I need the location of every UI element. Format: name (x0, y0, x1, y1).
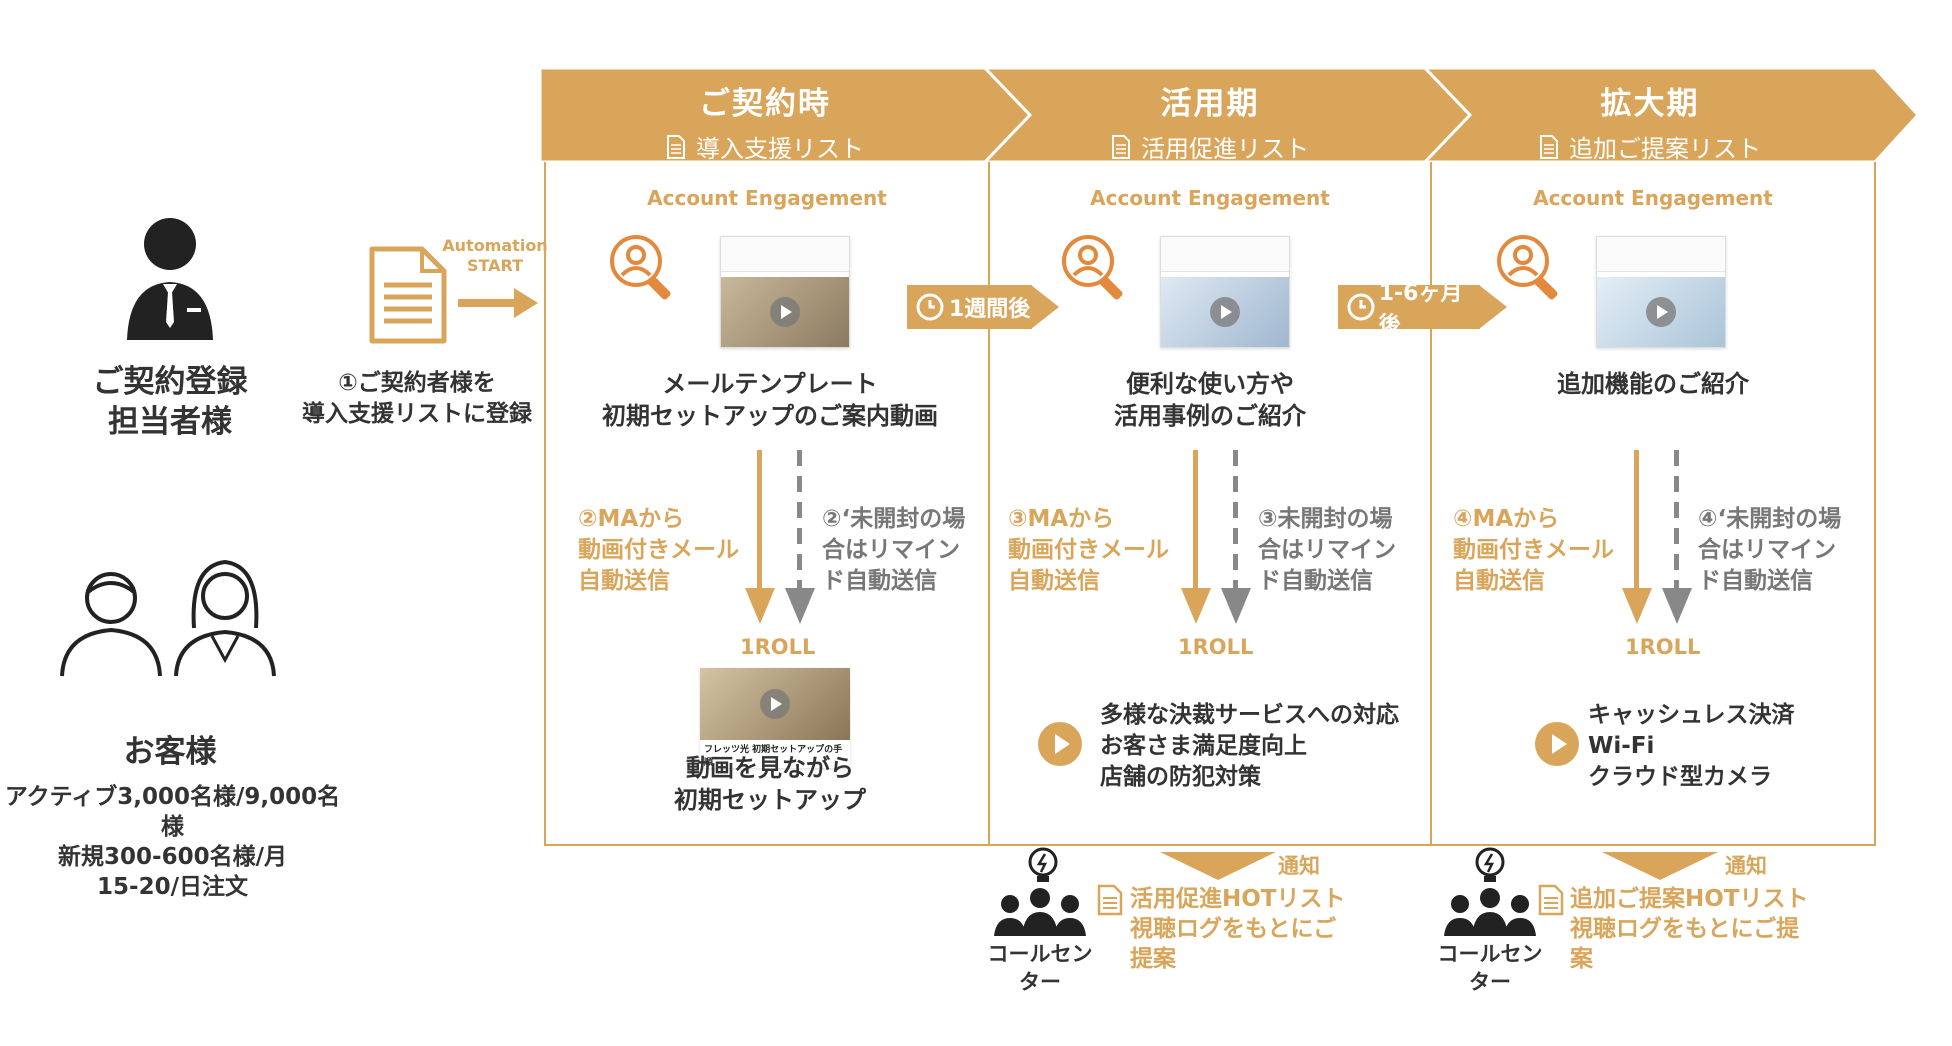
call-center-label: コールセン ター (1437, 942, 1543, 994)
phase-banner (540, 68, 1920, 162)
lightbulb-icon (1028, 847, 1058, 882)
video-caption: フレッツ光 初期セットアップの手順 (704, 745, 843, 768)
phase-content: 便利な使い方や 活用事例のご紹介 (1114, 370, 1306, 430)
team-icon (994, 888, 1086, 936)
notify-label: 通知 (1725, 854, 1767, 878)
play-icon (1210, 297, 1240, 327)
customers-stat-line: 新規300-600名様/月 (58, 844, 287, 870)
remind-text: ②‘未開封の場 合はリマイン ド自動送信 (822, 506, 966, 594)
ma-send-arrowhead (1622, 588, 1652, 624)
remind-arrowhead (785, 588, 815, 624)
ma-send-line (757, 450, 762, 590)
lightbulb-icon (1475, 847, 1505, 882)
call-center-label: コールセン ター (987, 942, 1093, 994)
search-person-icon (1497, 235, 1558, 300)
timer-arrow-tip (1031, 285, 1059, 329)
document-icon (1112, 134, 1130, 159)
play-icon (770, 297, 800, 327)
customers-stats: アクティブ3,000名様/9,000名様 新規300-600名様/月 15-20… (0, 782, 345, 902)
phase-title: 活用期 (1160, 86, 1260, 122)
search-person-icon (1062, 235, 1123, 300)
phase-content: 追加機能のご紹介 (1557, 370, 1749, 398)
ma-send-text: ③MAから 動画付きメール 自動送信 (1008, 506, 1169, 594)
roll-label: 1ROLL (1178, 635, 1254, 659)
roll-label: 1ROLL (1625, 635, 1701, 659)
search-person-icon (610, 235, 671, 300)
timer-badge-1: 1週間後 (907, 285, 1032, 329)
account-engagement-label: Account Engagement (1533, 186, 1773, 210)
document-icon (1538, 884, 1564, 916)
remind-line (1233, 450, 1238, 590)
phase-title: 拡大期 (1600, 86, 1700, 122)
person-female-icon (174, 559, 276, 677)
remind-text: ③未開封の場 合はリマイン ド自動送信 (1258, 506, 1396, 594)
document-icon (1540, 134, 1558, 159)
account-engagement-label: Account Engagement (647, 186, 887, 210)
phase-list-name: 追加ご提案リスト (1569, 135, 1761, 163)
hot-list-text: 活用促進HOTリスト 視聴ログをもとにご 提案 (1130, 886, 1346, 972)
person-suit-icon (127, 218, 213, 340)
play-icon (1038, 722, 1082, 766)
team-icon (1444, 888, 1536, 936)
phase-column-3 (1430, 162, 1876, 846)
person-male-icon (60, 572, 162, 677)
ma-send-line (1193, 450, 1198, 590)
timer-text: 1-6ヶ月後 (1378, 281, 1463, 338)
document-icon (667, 134, 685, 159)
roll-label: 1ROLL (740, 635, 816, 659)
timer-badge-2: 1-6ヶ月後 (1338, 281, 1480, 338)
phase-arrow-2 (982, 68, 1473, 162)
email-template-thumbnail[interactable] (1596, 236, 1726, 348)
notify-arrow (1602, 852, 1718, 880)
play-icon (1535, 722, 1579, 766)
remind-line (797, 450, 802, 590)
clock-icon (916, 293, 944, 321)
phase-list-name: 活用促進リスト (1141, 135, 1309, 163)
ma-send-text: ②MAから 動画付きメール 自動送信 (578, 506, 739, 594)
notify-label: 通知 (1278, 854, 1320, 878)
automation-start-label: Automation START (442, 236, 548, 275)
customers-stat-line: 15-20/日注文 (97, 874, 248, 900)
account-engagement-label: Account Engagement (1090, 186, 1330, 210)
phase-header-3: 拡大期 追加ご提案リスト (1430, 68, 1870, 163)
contract-person-label: ご契約登録 担当者様 (92, 364, 248, 440)
email-template-thumbnail[interactable] (1160, 236, 1290, 348)
phase-list-name: 導入支援リスト (696, 135, 864, 163)
document-icon (1097, 884, 1123, 916)
play-icon (760, 689, 790, 719)
setup-video-thumbnail[interactable]: フレッツ光 初期セットアップの手順 (700, 668, 850, 768)
remind-text: ④‘未開封の場 合はリマイン ド自動送信 (1698, 506, 1842, 594)
phase-arrow-3 (1422, 68, 1920, 162)
ma-send-text: ④MAから 動画付きメール 自動送信 (1453, 506, 1614, 594)
phase-header-1: ご契約時 導入支援リスト (545, 68, 985, 163)
timer-arrow-tip (1479, 285, 1507, 329)
phase-result: 動画を見ながら 初期セットアップ (674, 754, 866, 814)
customers-label: お客様 (123, 734, 217, 770)
customers-stat-line: アクティブ3,000名様/9,000名様 (4, 784, 341, 840)
phase-header-2: 活用期 活用促進リスト (990, 68, 1430, 163)
remind-line (1674, 450, 1679, 590)
ma-send-line (1634, 450, 1639, 590)
hot-list-text: 追加ご提案HOTリスト 視聴ログをもとにご提 案 (1570, 886, 1809, 972)
timer-text: 1週間後 (949, 297, 1031, 322)
phase-content: メールテンプレート 初期セットアップのご案内動画 (602, 370, 938, 430)
step1-label: ①ご契約者様を 導入支援リストに登録 (302, 370, 532, 427)
notify-arrow (1160, 852, 1276, 880)
phase-result: 多様な決裁サービスへの対応 お客さま満足度向上 店舗の防犯対策 (1100, 702, 1399, 790)
document-icon (369, 246, 447, 344)
clock-icon (1347, 293, 1375, 321)
play-icon (1646, 297, 1676, 327)
ma-send-arrowhead (1181, 588, 1211, 624)
phase-result: キャッシュレス決済 Wi-Fi クラウド型カメラ (1588, 702, 1795, 790)
remind-arrowhead (1662, 588, 1692, 624)
phase-title: ご契約時 (699, 86, 831, 122)
ma-send-arrowhead (745, 588, 775, 624)
automation-arrow (458, 288, 538, 318)
remind-arrowhead (1221, 588, 1251, 624)
email-template-thumbnail[interactable] (720, 236, 850, 348)
